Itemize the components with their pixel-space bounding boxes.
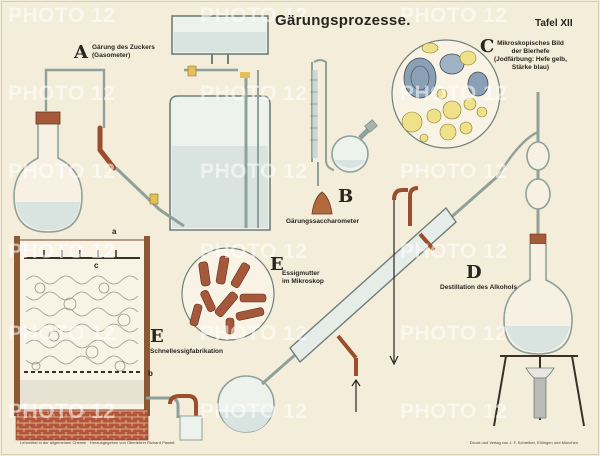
caption-line: der Bierhefe <box>511 48 550 55</box>
apparatus-d-distillation <box>217 92 585 433</box>
caption-line: Gärungssaccharometer <box>286 218 359 225</box>
label-letter-c: C <box>480 36 495 57</box>
caption-line: im Mikroskop <box>282 278 324 285</box>
label-letter-d: D <box>466 262 482 283</box>
fermentation-flask <box>13 111 83 233</box>
apparatus-b-saccharometer <box>310 59 378 215</box>
watermark-text: PHOTO 12 <box>200 160 308 183</box>
watermark-text: PHOTO 12 <box>400 240 508 263</box>
liebig-condenser <box>261 174 499 386</box>
label-a: a <box>112 227 117 236</box>
watermark-text: PHOTO 12 <box>200 322 308 345</box>
caption-line: (Jodfärbung: Hefe gelb, <box>494 56 567 63</box>
footer-left: Lehrmittel in der allgemeinen Chemie · H… <box>20 440 175 445</box>
watermark-text: PHOTO 12 <box>8 240 116 263</box>
caption-line: Destillation des Alkohols <box>440 284 518 291</box>
caption-c: Mikroskopisches Bild der Bierhefe (Jodfä… <box>494 40 567 72</box>
caption-d: Destillation des Alkohols <box>440 284 517 292</box>
watermark-text: PHOTO 12 <box>200 240 308 263</box>
plate-title: Gärungsprozesse. <box>275 12 411 29</box>
apparatus-a-gasometer <box>13 15 271 233</box>
caption-b: Gärungssaccharometer <box>286 218 359 226</box>
watermark-text: PHOTO 12 <box>8 322 116 345</box>
watermark-text: PHOTO 12 <box>200 400 308 423</box>
watermark-text: PHOTO 12 <box>8 4 116 27</box>
watermark-text: PHOTO 12 <box>8 160 116 183</box>
label-letter-b: B <box>338 186 354 207</box>
caption-line: Mikroskopisches Bild <box>497 40 564 47</box>
label-letter-e-schnellessig: E <box>150 326 164 347</box>
label-b: b <box>148 369 153 378</box>
caption-line: Schnellessigfabrikation <box>150 348 223 355</box>
caption-e-essigmutter: Essigmutter im Mikroskop <box>282 270 324 286</box>
watermark-text: PHOTO 12 <box>400 82 508 105</box>
footer-right: Druck und Verlag von J. F. Schreiber, Eß… <box>470 440 579 445</box>
gasometer-tank <box>159 15 271 231</box>
watermark-text: PHOTO 12 <box>400 160 508 183</box>
microscope-yeast-view <box>391 39 501 149</box>
microscope-vinegar-mother <box>181 247 275 341</box>
caption-a: Gärung des Zuckers (Gasometer) <box>92 44 155 60</box>
caption-e-schnellessig: Schnellessigfabrikation <box>150 348 223 356</box>
watermark-text: PHOTO 12 <box>400 322 508 345</box>
watermark-text: PHOTO 12 <box>200 82 308 105</box>
watermark-text: PHOTO 12 <box>400 400 508 423</box>
caption-line: (Gasometer) <box>92 52 131 59</box>
watermark-text: PHOTO 12 <box>8 400 116 423</box>
caption-line: Stärke blau) <box>511 64 550 71</box>
caption-line: Gärung des Zuckers <box>92 44 155 51</box>
watermark-text: PHOTO 12 <box>8 82 116 105</box>
caption-line: Essigmutter <box>282 270 320 277</box>
label-letter-a: A <box>74 42 88 63</box>
label-c: c <box>94 261 99 270</box>
apparatus-e-vinegar-generator <box>14 236 203 441</box>
watermark-text: PHOTO 12 <box>200 4 308 27</box>
watermark-text: PHOTO 12 <box>400 4 508 27</box>
plate-number: Tafel XII <box>535 18 573 29</box>
label-letter-e-essigmutter: E <box>270 254 284 275</box>
